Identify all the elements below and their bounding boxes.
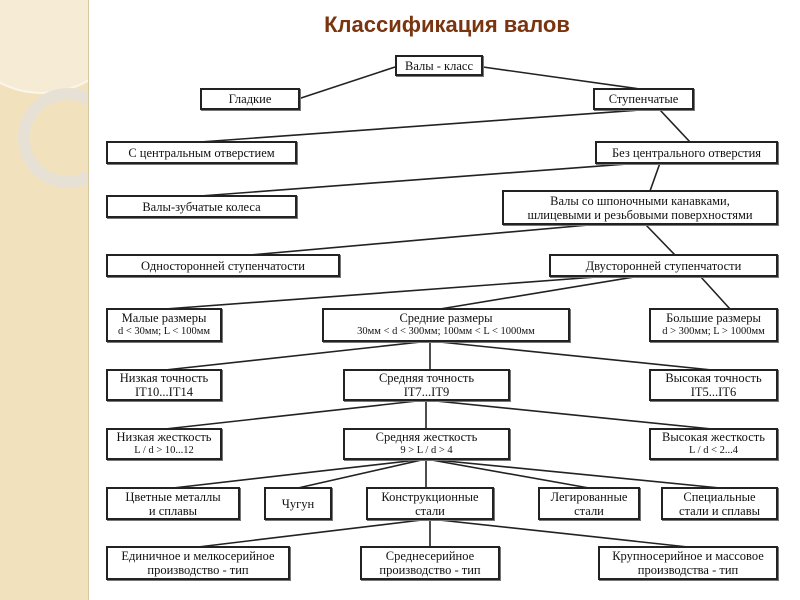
- node-label: Легированные: [550, 489, 628, 504]
- node-sub: производство - тип: [147, 563, 249, 577]
- node-sub: d > 300мм; L > 1000мм: [662, 326, 765, 337]
- decorative-circle: [0, 0, 88, 94]
- node-label: Ступенчатые: [608, 92, 679, 106]
- connector: [297, 458, 427, 489]
- connector: [425, 399, 713, 430]
- connector: [439, 275, 641, 310]
- node-label: Низкая точность: [119, 371, 209, 385]
- node-label: Высокая жесткость: [662, 430, 765, 444]
- connector: [164, 399, 427, 430]
- node-label: Без центрального отверстия: [611, 145, 762, 160]
- connector: [429, 340, 713, 371]
- connector: [659, 109, 691, 143]
- node-label: Специальные: [683, 489, 756, 504]
- node-keyed-shafts: Валы со шпоночными канавками,шлицевыми и…: [502, 190, 778, 225]
- node-stepped: Ступенчатые: [593, 88, 694, 110]
- node-label: Среднесерийное: [385, 549, 475, 563]
- connector: [699, 275, 731, 310]
- node-smooth: Гладкие: [200, 88, 300, 110]
- node-label: Односторонней ступенчатости: [141, 258, 305, 273]
- connector: [429, 518, 689, 548]
- node-label: Средняя жесткость: [375, 430, 478, 444]
- node-label: Низкая жесткость: [116, 430, 212, 444]
- connector: [249, 223, 601, 256]
- node-sub: 30мм < d < 300мм; 100мм < L < 1000мм: [357, 326, 535, 337]
- node-gear-shafts: Валы-зубчатые колеса: [106, 195, 297, 218]
- node-sub: стали: [574, 503, 604, 518]
- node-label: Высокая точность: [665, 371, 762, 385]
- node-label: Конструкционные: [381, 489, 479, 504]
- node-sub: производства - тип: [637, 563, 739, 577]
- node-label: Валы со шпоночными канавками,: [550, 193, 730, 208]
- connector: [199, 109, 641, 143]
- node-no-hole: Без центрального отверстия: [595, 141, 778, 164]
- node-label: Большие размеры: [666, 311, 761, 325]
- node-label: С центральным отверстием: [128, 145, 275, 160]
- connector: [164, 340, 431, 371]
- node-label: Единичное и мелкосерийное: [121, 549, 275, 563]
- connector: [172, 458, 427, 489]
- node-label: Гладкие: [228, 92, 272, 106]
- node-with-hole: С центральным отверстием: [106, 141, 297, 164]
- node-sub: IT7...IT9: [403, 385, 450, 399]
- connector: [199, 162, 641, 197]
- node-sub: IT5...IT6: [690, 385, 737, 399]
- decorative-side-strip: [0, 0, 89, 600]
- node-label: Валы-зубчатые колеса: [142, 199, 261, 214]
- title-text: Классификация валов: [324, 12, 570, 37]
- node-label: Двусторонней ступенчатости: [585, 258, 742, 273]
- connector: [644, 223, 676, 256]
- node-label-line2: шлицевыми и резьбовыми поверхностями: [527, 207, 753, 222]
- connector: [197, 518, 431, 548]
- node-label: Цветные металлы: [125, 489, 221, 504]
- node-one-side: Односторонней ступенчатости: [106, 254, 340, 277]
- node-shafts-class: Валы - класс: [395, 55, 483, 76]
- node-sub: L / d > 10...12: [134, 445, 194, 456]
- node-sub: и сплавы: [148, 503, 198, 518]
- node-label: Средние размеры: [399, 311, 493, 325]
- node-sub: 9 > L / d > 4: [400, 445, 453, 456]
- node-label: Валы - класс: [405, 58, 473, 73]
- node-cast-iron: Чугун: [264, 487, 332, 520]
- node-sub: d < 30мм; L < 100мм: [118, 326, 210, 337]
- connector: [649, 162, 661, 192]
- node-label: Средняя точность: [378, 371, 475, 385]
- page-title: Классификация валов: [0, 12, 800, 38]
- node-sub: L / d < 2...4: [689, 445, 738, 456]
- connector: [297, 66, 396, 100]
- node-label: Крупносерийное и массовое: [612, 549, 764, 563]
- node-sub: производство - тип: [379, 563, 481, 577]
- node-sub: стали: [415, 503, 445, 518]
- connector: [425, 458, 721, 489]
- node-sub: стали и сплавы: [678, 503, 760, 518]
- node-two-side: Двусторонней ступенчатости: [549, 254, 778, 277]
- connector: [164, 275, 611, 310]
- connector: [425, 458, 590, 489]
- node-sub: IT10...IT14: [135, 385, 193, 399]
- node-label: Чугун: [281, 496, 315, 511]
- connector: [482, 66, 641, 90]
- node-label: Малые размеры: [121, 311, 207, 325]
